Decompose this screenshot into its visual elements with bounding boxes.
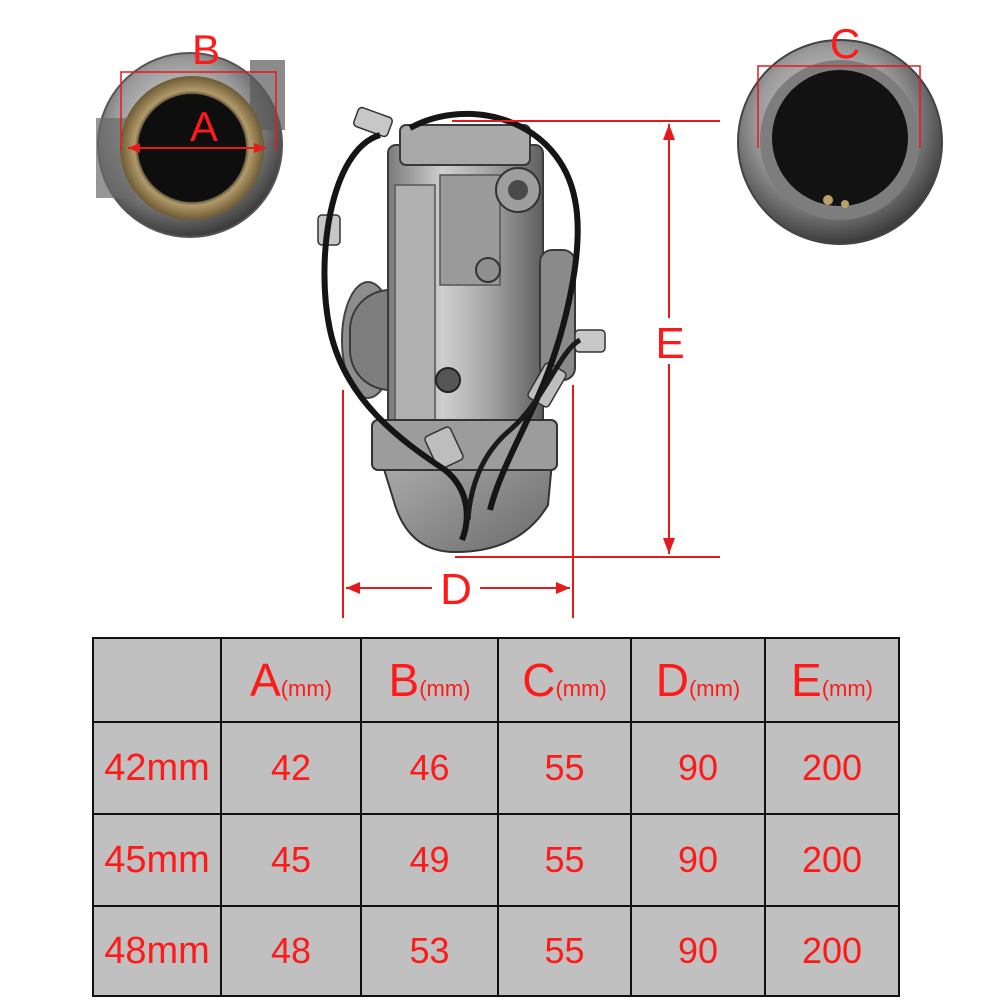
inlet-closeup-inset: B A <box>96 26 285 238</box>
header-a: A(mm) <box>220 637 362 723</box>
cell-e: 200 <box>764 813 900 907</box>
corner-cell <box>92 637 222 723</box>
row-label: 48mm <box>92 905 222 997</box>
dimension-e: E <box>452 120 720 558</box>
row-label: 45mm <box>92 813 222 907</box>
carburetor-body <box>317 106 606 554</box>
cell-b: 53 <box>360 905 499 997</box>
cell-b: 46 <box>360 721 499 815</box>
cell-d: 90 <box>630 721 766 815</box>
header-b: B(mm) <box>360 637 499 723</box>
header-e: E(mm) <box>764 637 900 723</box>
size-spec-table: A(mm) B(mm) C(mm) D(mm) E(mm) 42mm 42 46… <box>92 637 900 997</box>
cell-d: 90 <box>630 905 766 997</box>
row-label: 42mm <box>92 721 222 815</box>
throttle-cable <box>408 110 581 511</box>
label-e: E <box>655 319 684 368</box>
dimension-b-bracket <box>120 71 277 150</box>
cell-a: 42 <box>220 721 362 815</box>
cell-a: 48 <box>220 905 362 997</box>
outlet-bore <box>772 70 908 206</box>
vent-hose <box>321 132 470 542</box>
cell-d: 90 <box>630 813 766 907</box>
cell-c: 55 <box>497 721 632 815</box>
label-a: A <box>190 103 218 150</box>
table-header-row: A(mm) B(mm) C(mm) D(mm) E(mm) <box>92 637 900 723</box>
table-row: 42mm 42 46 55 90 200 <box>92 721 900 815</box>
label-b: B <box>192 26 220 73</box>
cell-a: 45 <box>220 813 362 907</box>
cell-c: 55 <box>497 905 632 997</box>
label-d: D <box>440 565 472 614</box>
dimension-c-bracket <box>757 65 921 148</box>
table-row: 45mm 45 49 55 90 200 <box>92 813 900 907</box>
header-c: C(mm) <box>497 637 632 723</box>
dimension-d: D <box>342 385 574 618</box>
cell-e: 200 <box>764 721 900 815</box>
carburetor-dimension-diagram: B A C <box>96 20 943 618</box>
label-c: C <box>830 20 860 67</box>
cell-b: 49 <box>360 813 499 907</box>
header-d: D(mm) <box>630 637 766 723</box>
table-row: 48mm 48 53 55 90 200 <box>92 905 900 997</box>
cell-c: 55 <box>497 813 632 907</box>
cell-e: 200 <box>764 905 900 997</box>
outlet-closeup-inset: C <box>737 20 943 245</box>
